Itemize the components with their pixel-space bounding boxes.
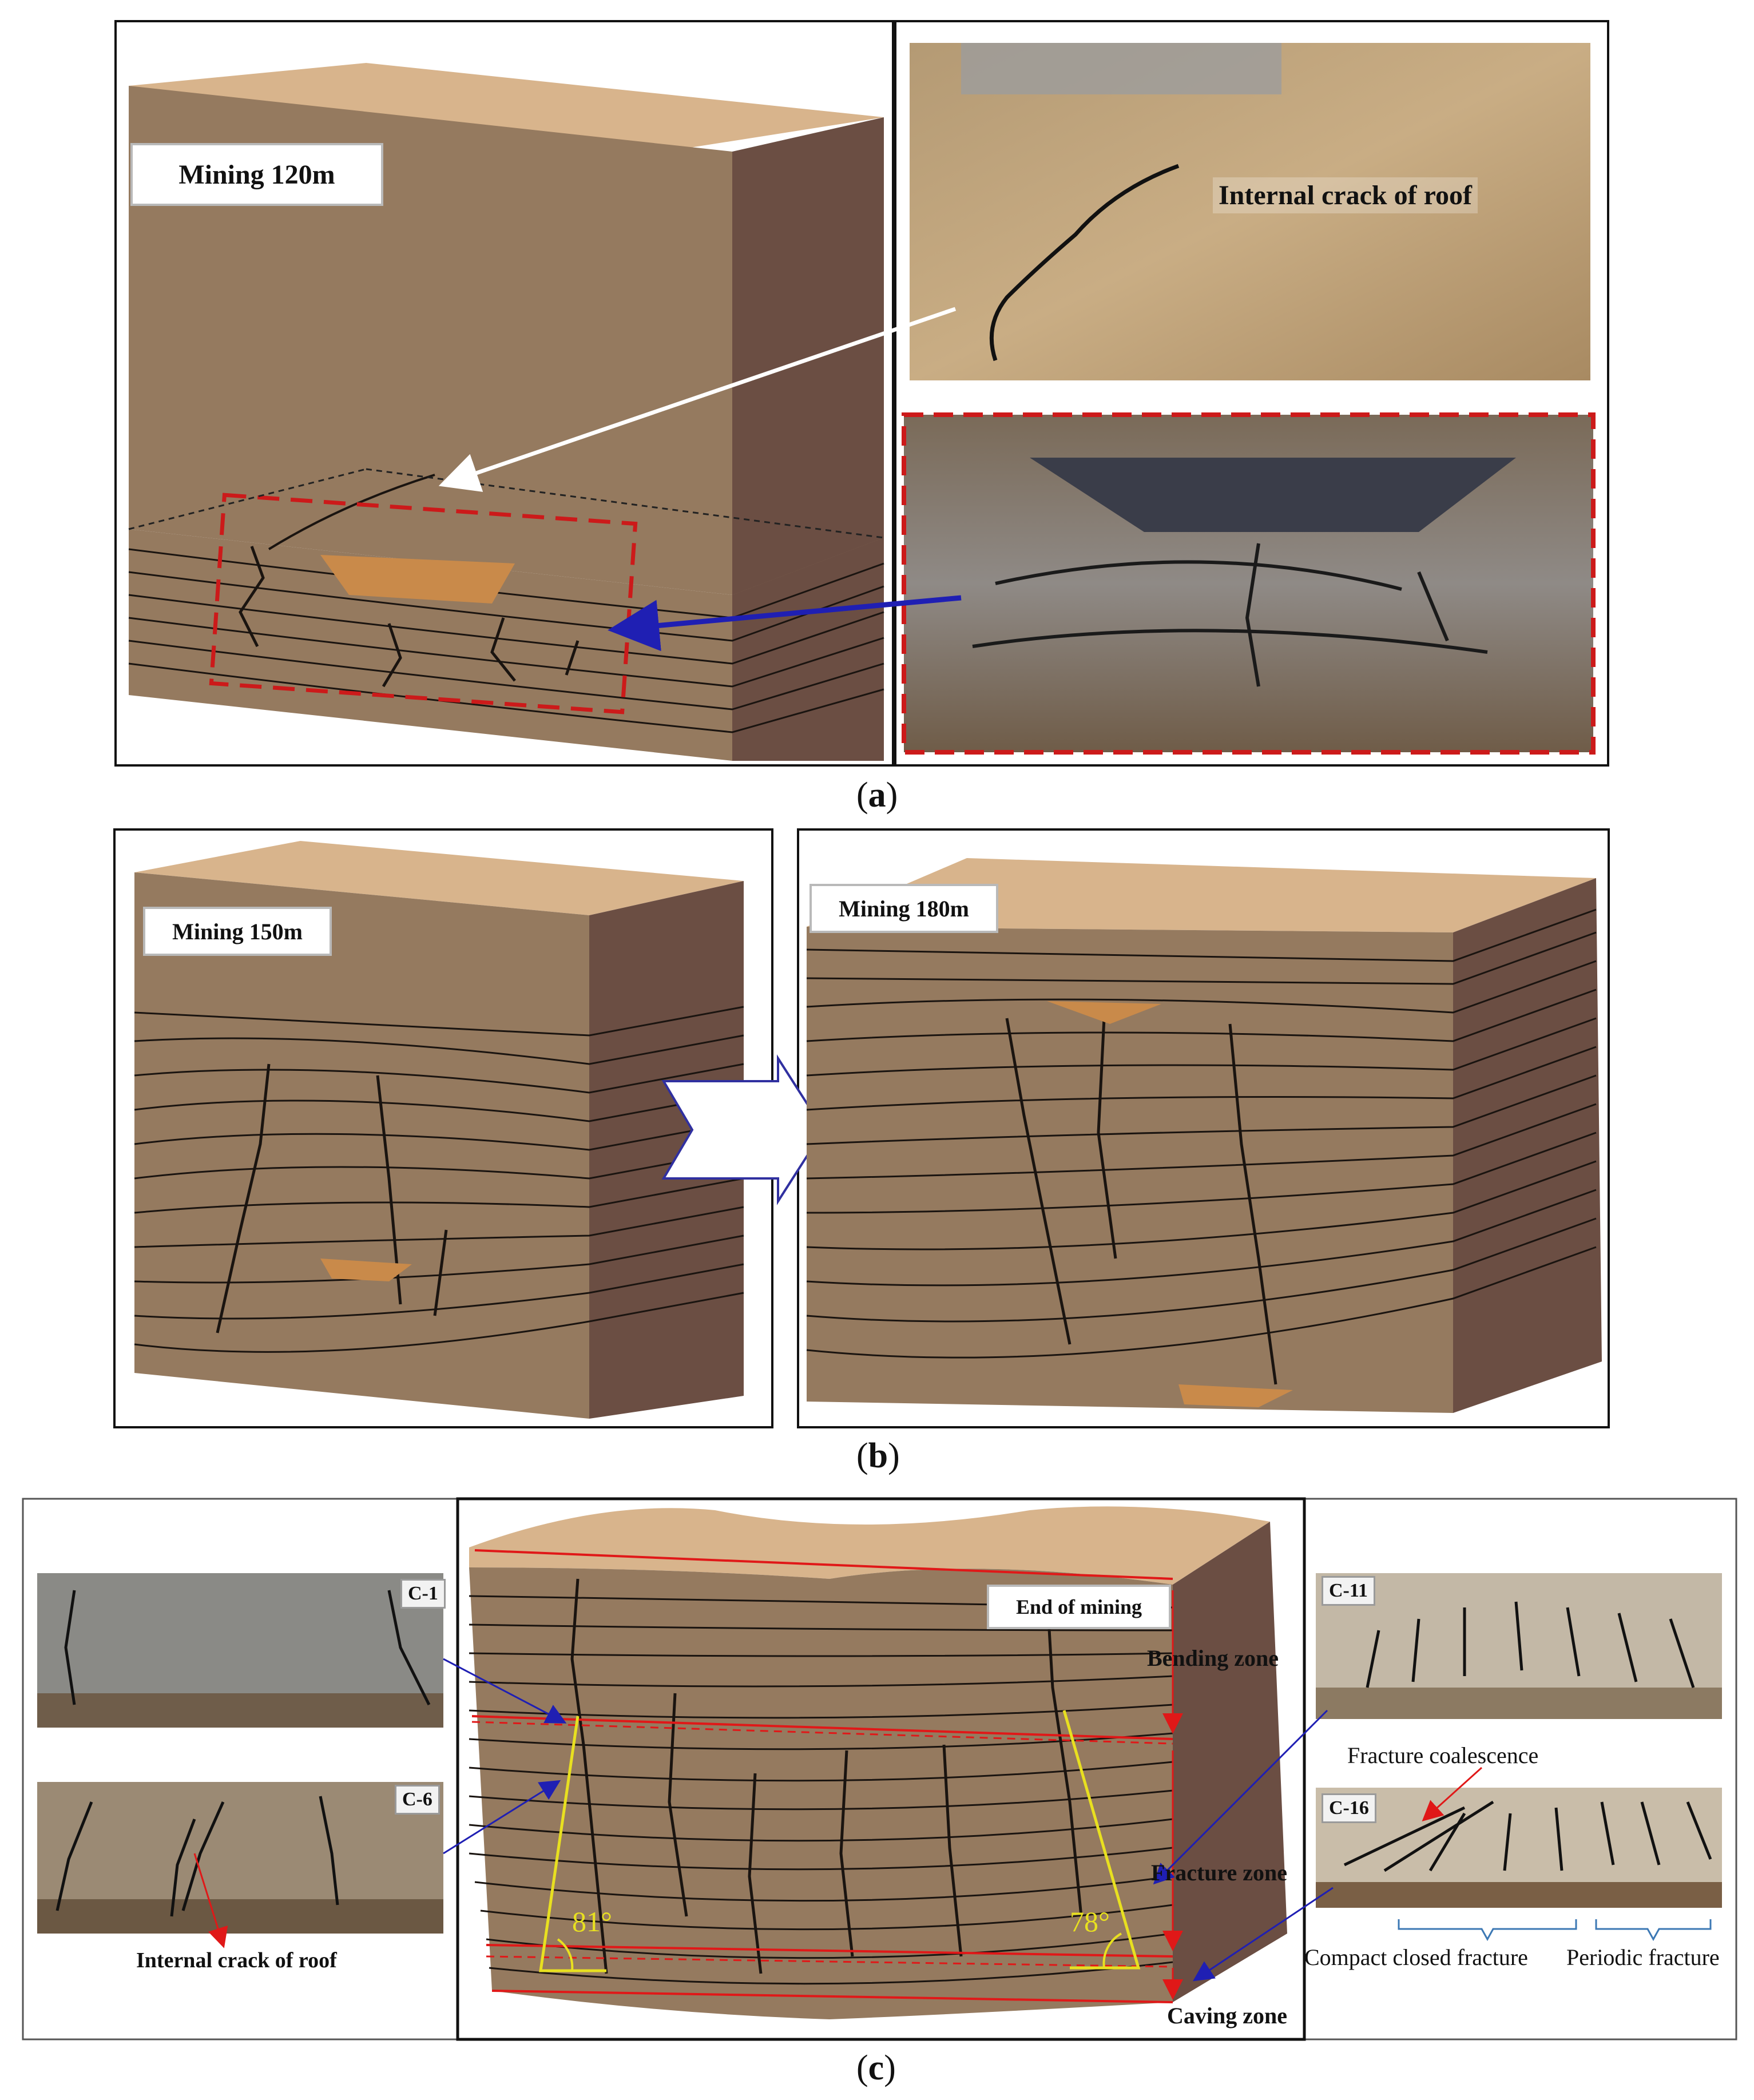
label-mining-150m: Mining 150m	[143, 907, 332, 956]
photo-c1-base	[37, 1693, 443, 1728]
label-compact-closed-fracture: Compact closed fracture	[1304, 1944, 1528, 1971]
caption-a-letter: a	[868, 776, 886, 815]
label-angle-78: 78°	[1070, 1905, 1110, 1938]
label-periodic-fracture: Periodic fracture	[1566, 1944, 1720, 1971]
photo-c16-base	[1316, 1882, 1722, 1908]
photo-c11-base	[1316, 1688, 1722, 1719]
tag-c1: C-1	[400, 1579, 446, 1609]
caption-a: (a)	[856, 775, 898, 816]
tag-c16: C-16	[1322, 1793, 1376, 1823]
label-fracture-zone: Fracture zone	[1151, 1859, 1287, 1886]
caption-c-letter: c	[868, 2049, 884, 2087]
label-internal-crack-photo: Internal crack of roof	[1213, 177, 1478, 213]
tag-c6: C-6	[395, 1785, 440, 1815]
tag-c11: C-11	[1322, 1576, 1375, 1606]
caption-b: (b)	[856, 1436, 900, 1476]
label-fracture-coalescence: Fracture coalescence	[1347, 1742, 1538, 1769]
label-mining-120m: Mining 120m	[130, 143, 383, 206]
label-mining-180m: Mining 180m	[809, 884, 998, 933]
label-internal-crack-c: Internal crack of roof	[136, 1948, 337, 1973]
caption-b-letter: b	[868, 1436, 888, 1475]
label-caving-zone: Caving zone	[1167, 2002, 1287, 2029]
label-bending-zone: Bending zone	[1147, 1645, 1279, 1672]
photo-a-pipes	[961, 43, 1281, 94]
caption-c: (c)	[856, 2048, 896, 2089]
label-end-of-mining: End of mining	[987, 1585, 1171, 1629]
photo-c6-base	[37, 1899, 443, 1934]
label-angle-81: 81°	[572, 1905, 612, 1938]
model-b2-side-face	[1453, 878, 1602, 1413]
